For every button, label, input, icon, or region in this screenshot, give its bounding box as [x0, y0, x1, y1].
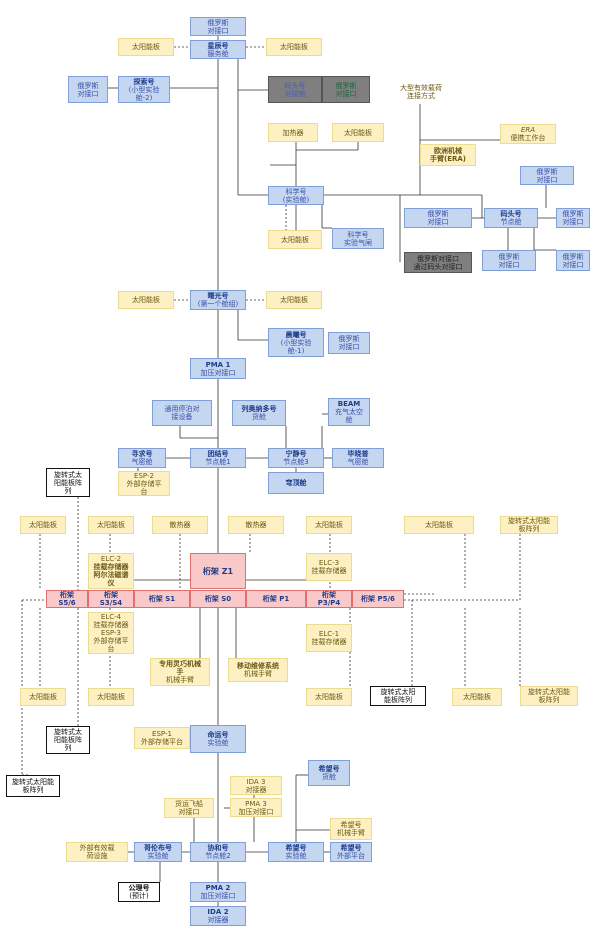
node-rassvet: 晨曦号(小型实验舱-1) [268, 328, 324, 357]
node-large-payload: 大型有效载荷连接方式 [400, 84, 442, 100]
node-poisk: 探索号(小型实验舱-2) [118, 76, 170, 103]
node-russian-port-prichal-top: 俄罗斯对接口 [520, 166, 574, 185]
node-prichal: 码头号节点舱 [484, 208, 538, 228]
node-quest: 寻求号气密舱 [118, 448, 166, 468]
node-truss-s0: 桁架 S0 [190, 590, 246, 608]
node-solar-nauka: 太阳能板 [332, 123, 384, 142]
node-rosa-middle: 旋转式太阳能板阵列 [370, 686, 426, 706]
node-russian-port-top: 俄罗斯对接口 [190, 17, 246, 36]
node-truss-s1: 桁架 S1 [134, 590, 190, 608]
node-kibo: 希望号实验舱 [268, 842, 324, 862]
node-truss-p56: 桁架 P5/6 [352, 590, 404, 608]
node-tranquility: 宁静号节点舱3 [268, 448, 324, 468]
node-solar-c: 太阳能板 [306, 516, 352, 534]
node-truss-p1: 桁架 P1 [246, 590, 306, 608]
node-kibo-arm: 希望号机械手臂 [330, 818, 372, 840]
node-solar-b: 太阳能板 [88, 516, 134, 534]
node-axiom: 公理号(预计) [118, 882, 160, 902]
node-solar-h: 太阳能板 [452, 688, 502, 706]
node-radiator-left: 散热器 [152, 516, 208, 534]
node-russian-port-via-pier: 俄罗斯对接口通过码头对接口 [404, 252, 472, 273]
node-rosa-right: 旋转式太阳能板阵列 [520, 686, 578, 706]
node-unity: 团结号节点舱1 [190, 448, 246, 468]
node-solar-zarya-right: 太阳能板 [266, 291, 322, 309]
node-russian-port-prichal-right: 俄罗斯对接口 [556, 208, 590, 228]
node-era-arm: 欧洲机械手臂(ERA) [420, 144, 476, 166]
node-solar-nauka-2: 太阳能板 [268, 230, 322, 249]
node-solar-f: 太阳能板 [88, 688, 134, 706]
node-kibo-ef: 希望号外部平台 [330, 842, 372, 862]
node-russian-port-prichal-bottom-1: 俄罗斯对接口 [482, 250, 536, 271]
node-solar-e: 太阳能板 [20, 688, 66, 706]
node-rosa-top-left: 旋转式太阳能板阵列 [46, 468, 90, 497]
node-truss-z1: 桁架 Z1 [190, 553, 246, 589]
node-russian-port-prichal-bottom-2: 俄罗斯对接口 [556, 250, 590, 271]
node-rosa-top-right: 旋转式太阳能板阵列 [500, 516, 558, 534]
node-solar-zvezda-left: 太阳能板 [118, 38, 174, 56]
node-solar-a: 太阳能板 [20, 516, 66, 534]
node-russian-port-rassvet: 俄罗斯对接口 [328, 332, 370, 354]
node-mss: 移动维修系统机械手臂 [228, 658, 288, 682]
node-cbm: 通用停泊对接设备 [152, 400, 212, 426]
node-science-airlock: 科学号实验气闸 [332, 228, 384, 249]
node-heater: 加热器 [268, 123, 318, 142]
node-solar-zvezda-right: 太阳能板 [266, 38, 322, 56]
node-russian-port-gray: 俄罗斯对接口 [322, 76, 370, 103]
node-destiny: 命运号实验舱 [190, 725, 246, 753]
node-solar-zarya-left: 太阳能板 [118, 291, 174, 309]
node-rosa-bottom-left: 旋转式太阳能板阵列 [46, 726, 90, 754]
node-bishop: 毕晓普气密舱 [332, 448, 384, 468]
node-nauka: 科学号(实验舱) [268, 186, 324, 205]
node-pier-gray: 码头号对接舱 [268, 76, 322, 103]
node-russian-port-poisk: 俄罗斯对接口 [68, 76, 108, 103]
node-zarya: 曙光号(第一个舱组) [190, 290, 246, 310]
node-zvezda: 星辰号服务舱 [190, 40, 246, 59]
node-harmony: 协和号节点舱2 [190, 842, 246, 862]
node-kibo-elm: 希望号货舱 [308, 760, 350, 786]
node-leonardo: 列奥纳多号货舱 [232, 400, 286, 426]
node-cupola: 穹顶舱 [268, 472, 324, 494]
node-solar-g: 太阳能板 [306, 688, 352, 706]
node-cargo-port: 货运飞船对接口 [164, 798, 214, 818]
node-russian-port-prichal-left: 俄罗斯对接口 [404, 208, 472, 228]
node-columbus: 哥伦布号实验舱 [134, 842, 182, 862]
node-radiator-right: 散热器 [228, 516, 284, 534]
node-external-payload: 外部有效载荷设施 [66, 842, 128, 862]
node-solar-d: 太阳能板 [404, 516, 474, 534]
node-dextre: 专用灵巧机械手机械手臂 [150, 658, 210, 686]
node-rosa-bottom-left-2: 旋转式太阳能板阵列 [6, 775, 60, 797]
